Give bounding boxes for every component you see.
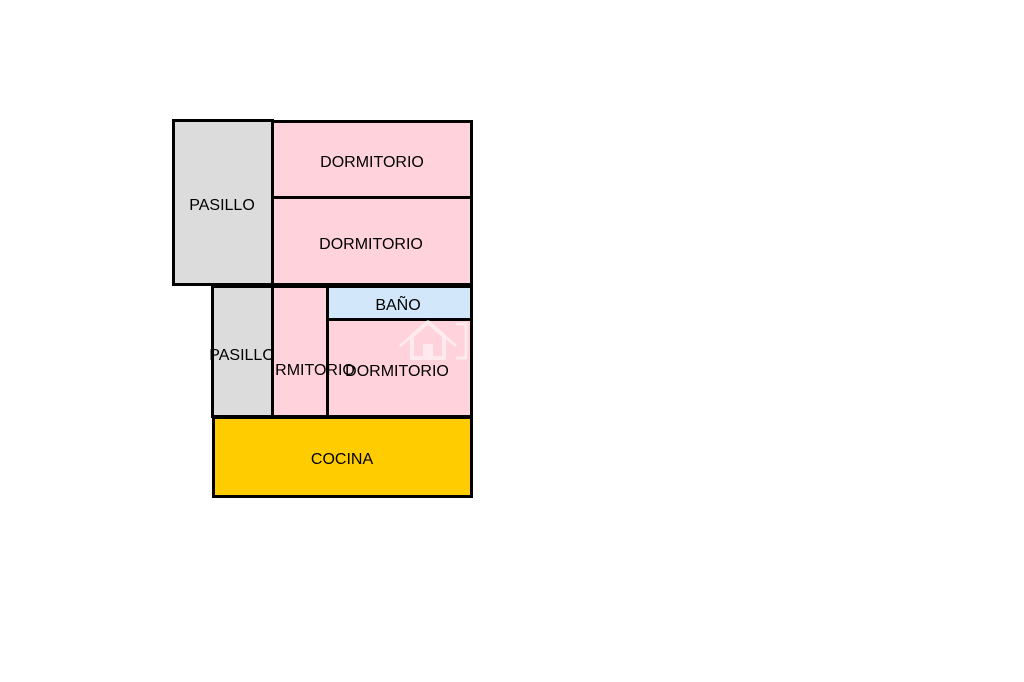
room-dormitorio-3 — [271, 285, 329, 418]
label-dormitorio-1: DORMITORIO — [320, 154, 424, 171]
label-pasillo-top: PASILLO — [189, 197, 255, 214]
label-dormitorio-3: RMITORIO — [275, 362, 355, 379]
room-pasillo-top — [172, 119, 274, 286]
house-logo-icon — [399, 320, 468, 360]
label-cocina: COCINA — [310, 451, 374, 468]
label-pasillo-bottom: PASILLO — [209, 347, 275, 364]
room-dormitorio-1 — [271, 120, 473, 200]
label-dormitorio-2: DORMITORIO — [319, 236, 423, 253]
label-bano: BAÑO — [375, 297, 421, 314]
room-cocina — [212, 416, 473, 498]
room-dormitorio-2 — [271, 196, 473, 286]
label-dormitorio-4: DORMITORIO — [345, 363, 449, 380]
